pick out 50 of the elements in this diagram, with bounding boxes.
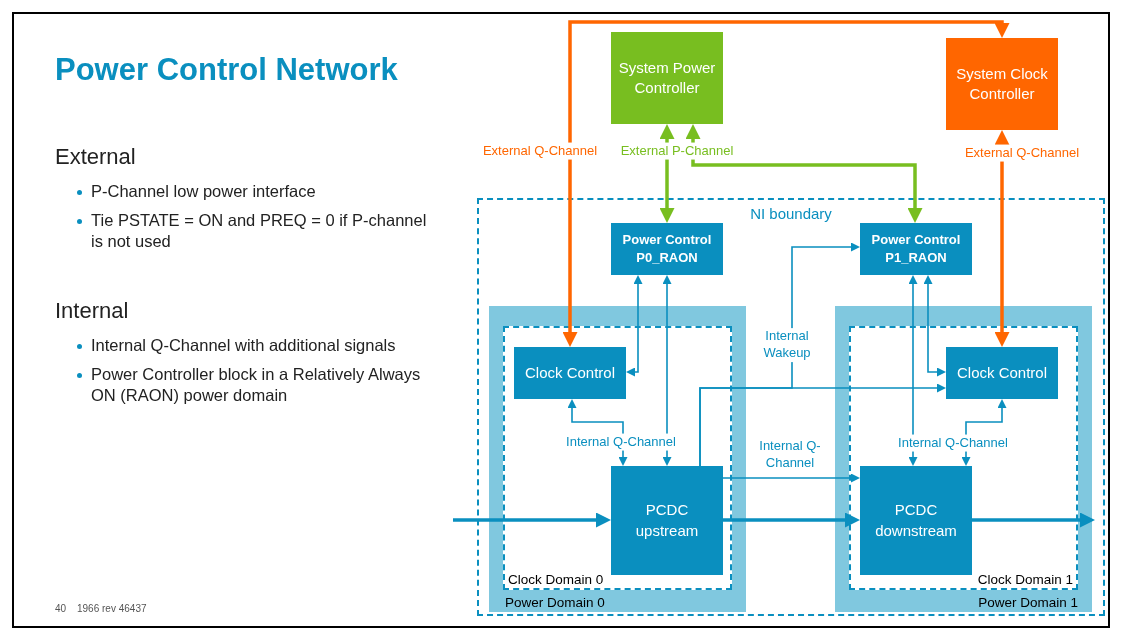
controller-box	[946, 38, 1058, 130]
edge-label: Internal Q-Channel	[564, 433, 678, 451]
node-label: Power Control P1_RAON	[870, 230, 962, 267]
edge-label: Internal Q-Channel	[896, 434, 1010, 452]
node-label: System Power Controller	[617, 57, 717, 98]
process-box	[860, 466, 972, 575]
controller-box	[611, 32, 723, 124]
node-label: PCDC downstream	[874, 500, 958, 541]
node-label: Power Control P0_RAON	[621, 230, 713, 267]
group-title: NI boundary	[750, 205, 832, 222]
process-box	[946, 347, 1058, 399]
group-title: Power Domain 0	[505, 595, 605, 610]
power-domain-band	[835, 306, 1092, 612]
node-label: PCDC upstream	[634, 500, 700, 541]
process-box	[514, 347, 626, 399]
process-box	[860, 223, 972, 275]
arrow	[699, 383, 946, 467]
arrow	[723, 512, 860, 528]
bullet-text: Tie PSTATE = ON and PREQ = 0 if P-channel is not used	[91, 210, 428, 253]
arrow	[662, 275, 672, 466]
group-title: Power Domain 1	[978, 595, 1078, 610]
arrow	[722, 473, 860, 483]
node-label: Clock Control	[957, 362, 1047, 383]
bullet-text: Power Controller block in a Relatively Always ON (RAON) power domain	[91, 364, 422, 407]
footer-text: 1966 rev 46437	[77, 603, 147, 614]
clock-domain-frame	[503, 326, 732, 590]
boundary-frame	[477, 198, 1105, 616]
arrow	[908, 275, 918, 466]
arrow	[626, 275, 643, 377]
page-number: 40	[55, 603, 67, 614]
section-heading: External	[55, 144, 136, 170]
group-title: Clock Domain 1	[977, 572, 1073, 587]
node-label: System Clock Controller	[955, 63, 1049, 104]
process-box	[611, 466, 723, 575]
arrow	[685, 124, 923, 223]
edge-label: External P-Channel	[618, 142, 736, 160]
process-box	[611, 223, 723, 275]
power-domain-band	[489, 306, 746, 612]
bullet-text: P-Channel low power interface	[91, 181, 317, 202]
node-label: Clock Control	[525, 362, 615, 383]
arrow	[562, 20, 1010, 347]
bullet-text: Internal Q-Channel with additional signals	[91, 335, 397, 356]
slide-title: Power Control Network	[55, 52, 398, 88]
group-title: Clock Domain 0	[508, 572, 604, 587]
arrow	[923, 275, 946, 377]
clock-domain-frame	[849, 326, 1078, 590]
arrow	[994, 130, 1010, 347]
arrow	[453, 512, 611, 528]
arrow	[972, 512, 1095, 528]
section-heading: Internal	[55, 298, 129, 324]
